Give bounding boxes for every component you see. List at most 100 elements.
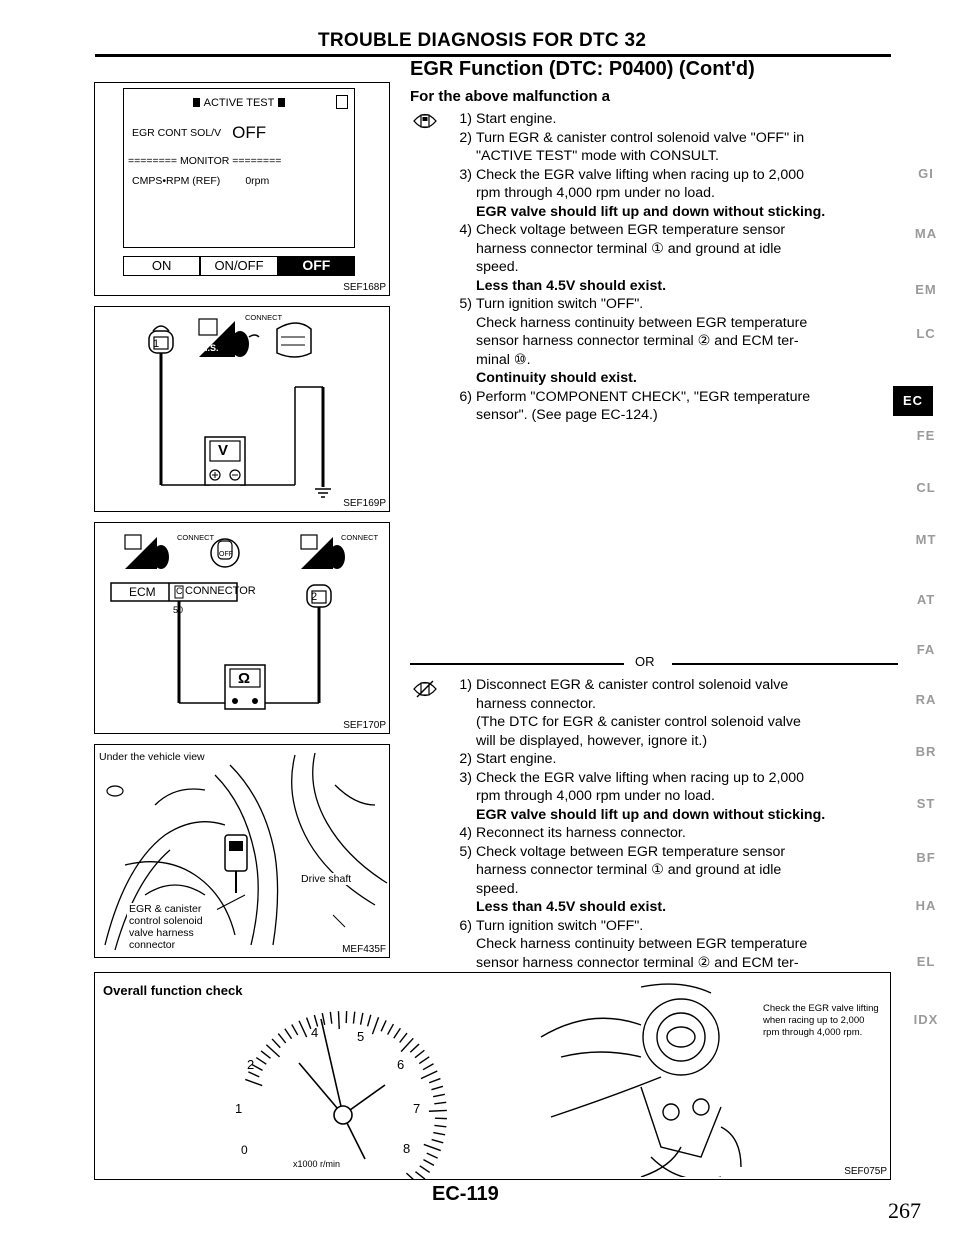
section-tab-gi[interactable]: GI	[918, 166, 934, 181]
ohmmeter-icon	[224, 664, 266, 710]
section-tab-em[interactable]: EM	[915, 282, 937, 297]
on-button[interactable]: ON	[123, 256, 201, 276]
consult-screen-figure: ACTIVE TEST EGR CONT SOL/V OFF ======== …	[94, 82, 390, 296]
front-arrow-icon	[106, 785, 124, 797]
step-text: harness connector.	[476, 695, 596, 712]
step-text: Check voltage between EGR temperature se…	[476, 843, 786, 860]
step-text: speed.	[476, 880, 519, 897]
terminal-2-label: 2	[311, 591, 318, 603]
monitor-heading: ======== MONITOR ========	[128, 155, 282, 167]
figure-code: SEF168P	[343, 282, 386, 293]
procedure-step: 4)Reconnect its harness connector.	[452, 824, 898, 843]
step-expected-result: Less than 4.5V should exist.	[476, 899, 667, 915]
section-tab-br[interactable]: BR	[915, 744, 937, 759]
procedure-step: 1)Start engine.	[452, 110, 898, 129]
gauge-tick	[260, 1050, 271, 1059]
gauge-tick	[393, 1027, 401, 1039]
gauge-tick	[386, 1023, 395, 1035]
egr-valve-illustration	[540, 983, 742, 1177]
page-number: 267	[888, 1198, 921, 1223]
or-rule-right	[672, 663, 898, 665]
section-tab-at[interactable]: AT	[916, 592, 936, 607]
gauge-label-2: 2	[247, 1057, 255, 1072]
connect-label-left: CONNECT	[177, 533, 215, 542]
section-tab-fa[interactable]: FA	[916, 642, 936, 657]
section-tab-bf[interactable]: BF	[916, 850, 936, 865]
step-number: 1)	[459, 677, 472, 693]
gauge-tick	[366, 1014, 372, 1027]
gauge-tick	[380, 1020, 387, 1032]
gauge-tick	[291, 1024, 299, 1036]
ground-icon	[315, 488, 331, 498]
step-text: rpm through 4,000 rpm under no load.	[476, 788, 715, 804]
section-tab-fe[interactable]: FE	[916, 428, 936, 443]
location-illustration	[104, 752, 388, 951]
step-text: Check the EGR valve lifting when racing …	[476, 769, 805, 786]
gauge-label-5: 5	[357, 1029, 365, 1044]
gauge-tick	[431, 1085, 444, 1091]
gauge-tick	[428, 1077, 441, 1084]
procedure-step: 1)Disconnect EGR & canister control sole…	[452, 676, 898, 750]
gauge-tick	[434, 1101, 447, 1105]
section-tab-st[interactable]: ST	[916, 796, 936, 811]
step-text: Start engine.	[476, 111, 557, 127]
figure-code: MEF435F	[342, 944, 386, 955]
gauge-label-4: 4	[311, 1025, 319, 1040]
gauge-tick	[431, 1138, 444, 1144]
step-expected-result: Continuity should exist.	[476, 370, 637, 386]
step-text: speed.	[476, 259, 519, 275]
step-text: Turn ignition switch "OFF".	[476, 917, 644, 934]
gauge-tick	[371, 1017, 380, 1035]
drive-shaft-label: Drive shaft	[299, 873, 354, 885]
step-text: minal ⑩.	[476, 351, 531, 368]
section-tab-ec[interactable]: EC	[893, 386, 933, 416]
gauge-tick	[305, 1017, 312, 1030]
step-expected-result: Less than 4.5V should exist.	[476, 277, 667, 294]
consult-icon	[412, 108, 438, 139]
gauge-tick	[271, 1038, 281, 1049]
section-tab-ra[interactable]: RA	[915, 692, 937, 707]
procedure-step: 5)Turn ignition switch "OFF".Check harne…	[452, 295, 898, 388]
section-tab-idx[interactable]: IDX	[913, 1012, 939, 1027]
figure-code: SEF169P	[343, 498, 386, 509]
section-tab-ha[interactable]: HA	[915, 898, 937, 913]
meter-symbol: Ω	[238, 670, 251, 687]
gauge-tick	[284, 1028, 293, 1040]
tools-icon	[412, 676, 438, 707]
hs-label: H.S.	[201, 343, 219, 353]
section-lead: For the above malfunction a	[410, 88, 611, 105]
ignition-on-icon	[124, 534, 169, 569]
meter-symbol: V	[218, 442, 229, 459]
continuity-check-figure: CONNECT CONNECT OFF ECM C CONNECTOR 50 2…	[94, 522, 390, 734]
section-tab-cl[interactable]: CL	[916, 480, 936, 495]
gauge-tick	[422, 1063, 434, 1071]
or-rule-left	[410, 663, 624, 665]
bullet-icon	[192, 98, 200, 107]
procedure-step: 4)Check voltage between EGR temperature …	[452, 221, 898, 295]
gauge-tick	[265, 1044, 281, 1058]
gauge-label-0: 0	[241, 1143, 248, 1157]
monitor-row: CMPS•RPM (REF) 0rpm	[132, 175, 270, 187]
terminal-number: 1	[153, 338, 160, 350]
gauge-tick	[400, 1037, 414, 1053]
section-tab-mt[interactable]: MT	[915, 532, 937, 547]
step-number: 3)	[459, 769, 472, 786]
page-header-title: TROUBLE DIAGNOSIS FOR DTC 32	[318, 30, 647, 51]
ignition-on-icon	[300, 534, 345, 569]
on-off-button[interactable]: ON/OFF	[200, 256, 278, 276]
section-tab-lc[interactable]: LC	[916, 326, 936, 341]
section-tab-ma[interactable]: MA	[914, 226, 938, 241]
gauge-tick	[433, 1131, 446, 1136]
step-number: 6)	[459, 388, 472, 405]
section-tab-el[interactable]: EL	[916, 954, 936, 969]
consult-button-row: ON ON/OFF OFF	[123, 256, 355, 276]
gauge-tick	[248, 1071, 260, 1078]
connector-icon	[148, 325, 174, 354]
voltage-diagram	[148, 318, 331, 498]
step-text: (The DTC for EGR & canister control sole…	[476, 714, 801, 730]
checkbox-icon	[336, 95, 348, 109]
gauge-tick	[352, 1011, 356, 1024]
off-button[interactable]: OFF	[277, 256, 355, 276]
page-code: EC-119	[432, 1183, 499, 1205]
gauge-tick	[405, 1172, 414, 1179]
